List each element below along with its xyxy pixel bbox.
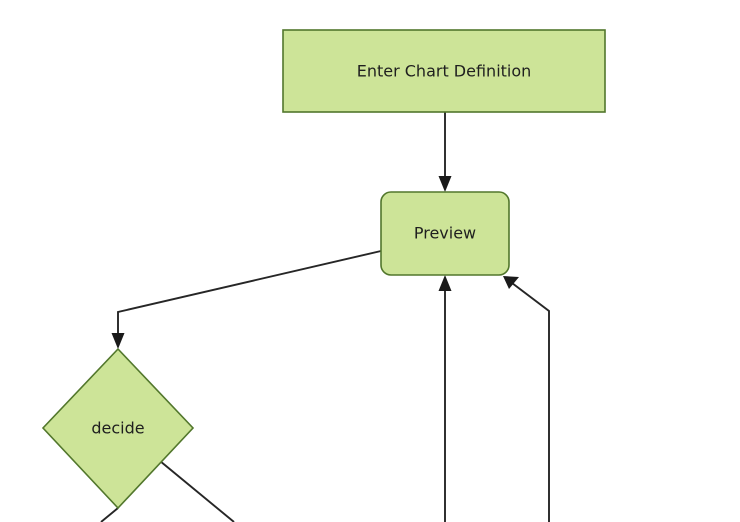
node-enter-chart-definition[interactable]: Enter Chart Definition (282, 29, 606, 113)
edge-decide-bottom-left (100, 507, 119, 522)
node-rectangle-shape[interactable] (282, 29, 606, 113)
edge-line (159, 460, 235, 522)
arrow-head-up-icon (438, 275, 452, 291)
edge-line (100, 507, 119, 522)
edge-line (117, 250, 382, 340)
node-decide[interactable]: decide (41, 347, 195, 510)
node-diamond-shape[interactable] (41, 347, 195, 510)
node-label-enter-chart-definition: Enter Chart Definition (357, 62, 532, 81)
node-preview[interactable]: Preview (380, 191, 510, 276)
edge-decide-bottom-right (159, 460, 235, 522)
arrow-head-up-left-icon (503, 276, 519, 289)
node-label-decide: decide (91, 419, 144, 438)
arrow-head-down-icon (111, 333, 125, 349)
edge-bottom-right-to-preview (503, 276, 550, 522)
edge-preview-to-decide (111, 250, 382, 349)
edge-line (511, 282, 550, 522)
edge-enter-to-preview (438, 112, 452, 192)
arrow-head-down-icon (438, 176, 452, 192)
edge-bottom-center-to-preview (438, 275, 452, 522)
node-rounded-rectangle-shape[interactable] (380, 191, 510, 276)
node-label-preview: Preview (414, 224, 476, 243)
